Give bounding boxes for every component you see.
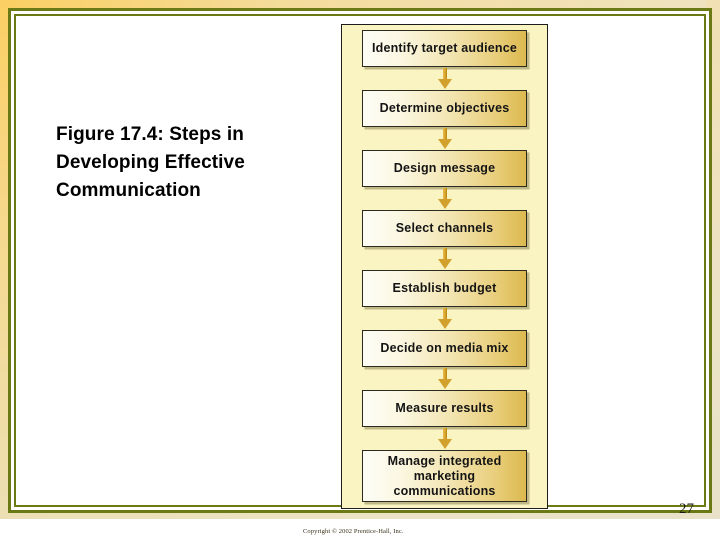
down-arrow-icon xyxy=(437,248,452,269)
arrow-stem xyxy=(442,368,447,381)
flow-step-1: Identify target audience xyxy=(362,30,527,67)
arrow-stem xyxy=(442,308,447,321)
arrow-stem xyxy=(442,68,447,81)
down-arrow-icon xyxy=(437,368,452,389)
flow-step-4: Select channels xyxy=(362,210,527,247)
arrow-head xyxy=(437,379,452,389)
arrow-stem xyxy=(442,188,447,201)
arrow-head xyxy=(437,139,452,149)
down-arrow-icon xyxy=(437,128,452,149)
down-arrow-icon xyxy=(437,428,452,449)
flow-step-8: Manage integrated marketing communicatio… xyxy=(362,450,527,503)
flow-step-2: Determine objectives xyxy=(362,90,527,127)
copyright-notice: Copyright © 2002 Prentice-Hall, Inc. xyxy=(303,528,404,535)
arrow-stem xyxy=(442,128,447,141)
page-number: 27 xyxy=(679,501,694,517)
arrow-head xyxy=(437,199,452,209)
arrow-head xyxy=(437,259,452,269)
flow-step-5: Establish budget xyxy=(362,270,527,307)
down-arrow-icon xyxy=(437,188,452,209)
arrow-stem xyxy=(442,248,447,261)
down-arrow-icon xyxy=(437,308,452,329)
flow-step-3: Design message xyxy=(362,150,527,187)
flow-step-7: Measure results xyxy=(362,390,527,427)
arrow-stem xyxy=(442,428,447,441)
down-arrow-icon xyxy=(437,68,452,89)
arrow-head xyxy=(437,79,452,89)
arrow-head xyxy=(437,439,452,449)
page-title: Figure 17.4: Steps in Developing Effecti… xyxy=(56,124,245,201)
arrow-head xyxy=(437,319,452,329)
flow-step-6: Decide on media mix xyxy=(362,330,527,367)
